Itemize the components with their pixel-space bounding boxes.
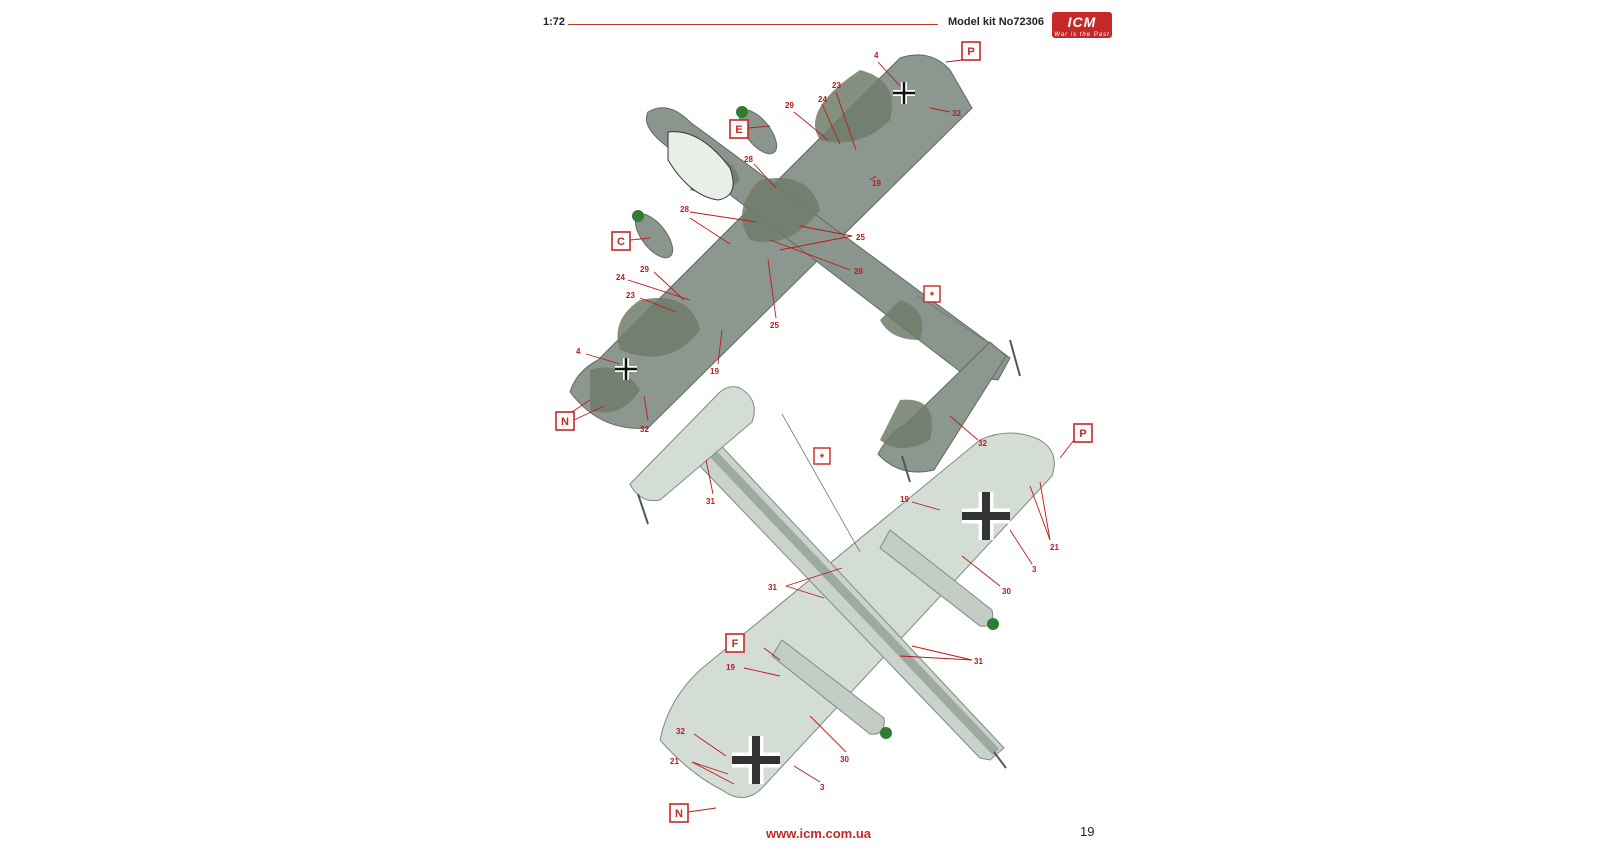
svg-text:E: E <box>735 124 742 136</box>
label-4: 4 <box>576 347 581 356</box>
bottom-view-spinner-right <box>987 618 999 630</box>
callout-top-C: C <box>611 231 631 251</box>
label-32: 32 <box>676 727 685 736</box>
svg-text:P: P <box>967 46 974 58</box>
label-19: 19 <box>726 663 735 672</box>
svg-text:N: N <box>675 808 683 820</box>
label-28: 28 <box>680 205 689 214</box>
label-32: 32 <box>978 439 987 448</box>
callout-bottom-P: P <box>1073 423 1093 443</box>
label-21: 21 <box>1050 543 1059 552</box>
callout-bottom-F: F <box>725 633 745 653</box>
svg-text:*: * <box>820 452 825 464</box>
website-link[interactable]: www.icm.com.ua <box>766 826 871 841</box>
svg-text:N: N <box>561 416 569 428</box>
label-21: 21 <box>670 757 679 766</box>
label-23: 23 <box>626 291 635 300</box>
part-number-labels: 4 23 29 24 32 28 19 28 25 26 29 24 23 25… <box>576 51 1059 792</box>
label-32: 32 <box>640 425 649 434</box>
label-30: 30 <box>1002 587 1011 596</box>
top-view-spinner-left <box>632 210 644 222</box>
icm-logo: ICM War is the Past <box>1052 12 1112 38</box>
header-rule <box>568 24 938 25</box>
callout-top-star: * <box>923 285 941 303</box>
bottom-view-aircraft <box>629 386 1055 798</box>
label-24: 24 <box>616 273 625 282</box>
top-view-spinner-right <box>736 106 748 118</box>
label-19: 19 <box>872 179 881 188</box>
logo-tagline: War is the Past <box>1054 32 1110 38</box>
label-25: 25 <box>856 233 865 242</box>
scale-label: 1:72 <box>543 16 566 28</box>
callout-bottom-star: * <box>813 447 831 465</box>
callout-top-N: N <box>555 411 575 431</box>
label-31: 31 <box>974 657 983 666</box>
label-3: 3 <box>820 783 825 792</box>
bottom-view-tailplane <box>629 386 755 502</box>
page-number: 19 <box>1080 824 1095 839</box>
logo-text: ICM <box>1067 14 1097 30</box>
svg-text:*: * <box>930 290 935 302</box>
label-3: 3 <box>1032 565 1037 574</box>
kit-number: Model kit No72306 <box>948 16 1044 28</box>
label-19: 19 <box>900 495 909 504</box>
top-view-aircraft <box>569 54 1021 483</box>
top-view-canopy <box>667 131 734 201</box>
label-23: 23 <box>832 81 841 90</box>
label-24: 24 <box>818 95 827 104</box>
leader-lines <box>559 59 1075 813</box>
callout-top-P: P <box>961 41 981 61</box>
callout-top-E: E <box>729 119 749 139</box>
label-30: 30 <box>840 755 849 764</box>
label-31: 31 <box>768 583 777 592</box>
label-19: 19 <box>710 367 719 376</box>
label-26: 26 <box>854 267 863 276</box>
label-31: 31 <box>706 497 715 506</box>
bottom-view-spinner-left <box>880 727 892 739</box>
label-29: 29 <box>785 101 794 110</box>
svg-text:C: C <box>617 236 625 248</box>
label-4: 4 <box>874 51 879 60</box>
label-29: 29 <box>640 265 649 274</box>
label-32: 32 <box>952 109 961 118</box>
svg-text:F: F <box>732 638 739 650</box>
label-25: 25 <box>770 321 779 330</box>
label-28: 28 <box>744 155 753 164</box>
callout-bottom-N: N <box>669 803 689 823</box>
svg-text:P: P <box>1079 428 1086 440</box>
